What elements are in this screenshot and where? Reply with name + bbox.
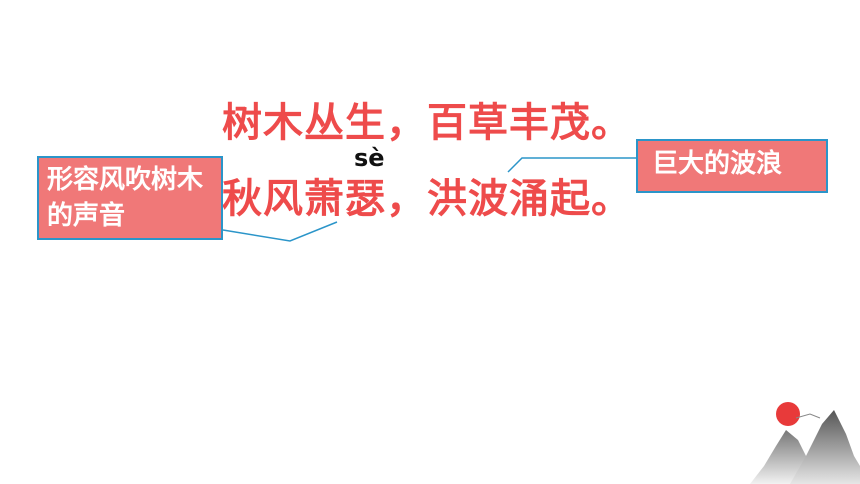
poem-line-2: 秋风萧瑟，洪波涌起。 bbox=[222, 176, 632, 222]
note-big-waves: 巨大的波浪 bbox=[636, 139, 828, 193]
mountain-sun-icon bbox=[750, 402, 860, 484]
poem-line-1: 树木丛生，百草丰茂。 bbox=[222, 100, 632, 146]
note-wind-sound: 形容风吹树木的声音 bbox=[37, 156, 223, 240]
pinyin-annotation: sè bbox=[354, 144, 385, 172]
connector-left bbox=[222, 221, 338, 242]
